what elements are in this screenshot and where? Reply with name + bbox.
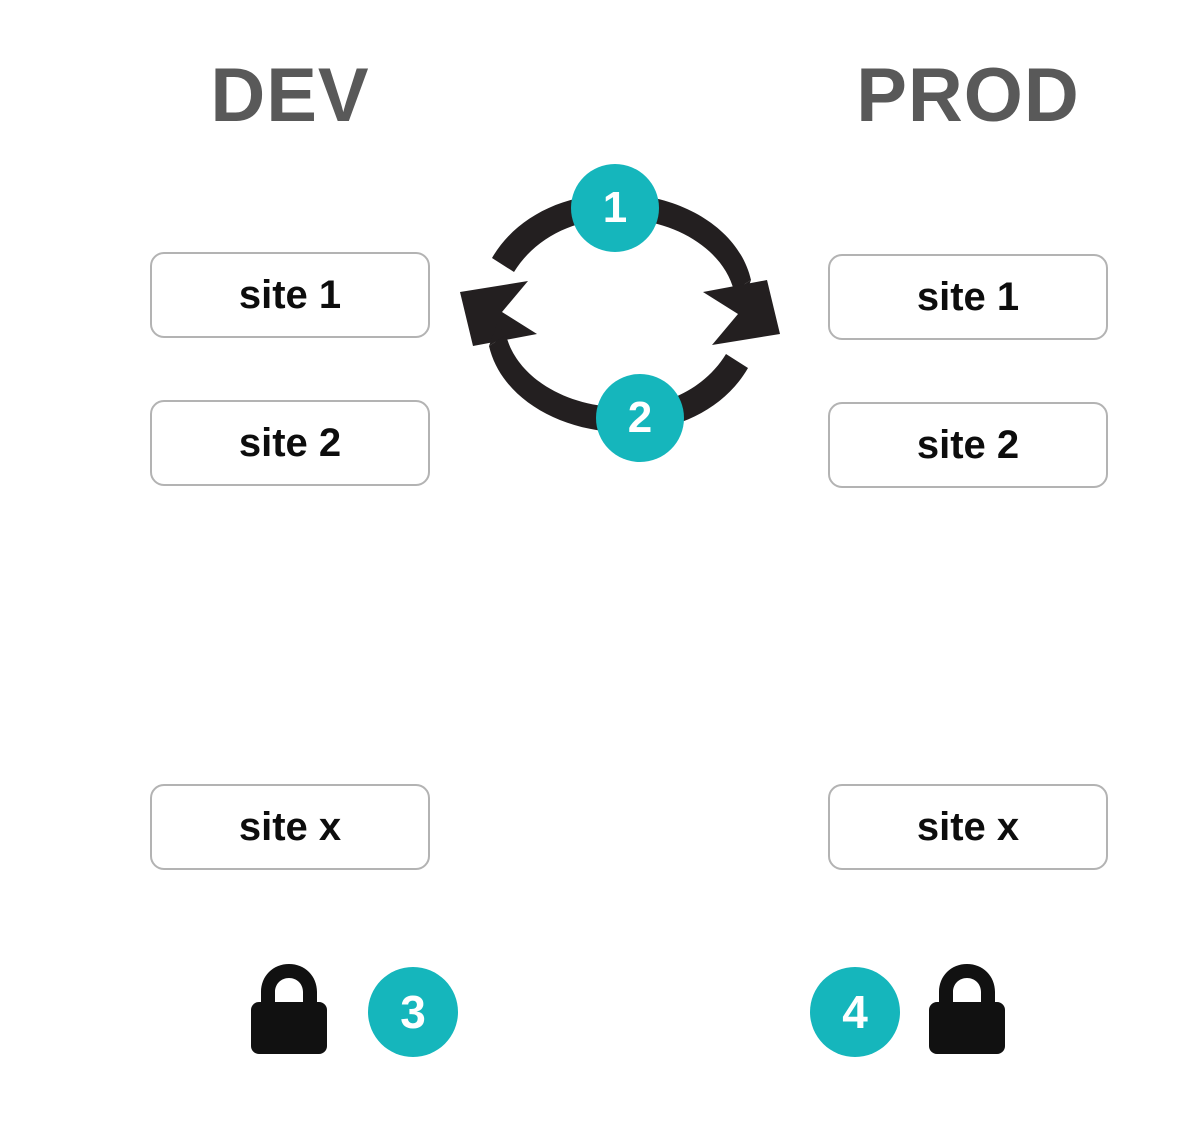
step-badge-2[interactable]: 2 [596,374,684,462]
step-badge-3[interactable]: 3 [368,967,458,1057]
step-badge-1[interactable]: 1 [571,164,659,252]
site-box-label: site x [916,805,1020,849]
dev-site-x-box[interactable]: site x [150,784,430,870]
step-badge-number: 3 [400,986,426,1038]
site-box-label: site 2 [916,423,1020,467]
dev-site-1-box[interactable]: site 1 [150,252,430,338]
prod-site-x-box[interactable]: site x [828,784,1108,870]
lock-icon [929,964,1005,1054]
prod-site-1-box[interactable]: site 1 [828,254,1108,340]
dev-site-2-box[interactable]: site 2 [150,400,430,486]
site-box-label: site 2 [238,421,342,465]
lock-icon [251,964,327,1054]
step-badge-number: 4 [842,986,868,1038]
curved-arrow-right-icon [489,280,780,433]
sync-cycle-arrows [460,193,780,433]
step-badge-number: 1 [602,183,628,232]
site-box-label: site 1 [238,273,342,317]
site-box-label: site x [238,805,342,849]
prod-column-heading: PROD [856,53,1080,138]
site-box-label: site 1 [916,275,1020,319]
step-badge-4[interactable]: 4 [810,967,900,1057]
step-badge-number: 2 [627,393,653,442]
dev-column-heading: DEV [210,53,370,138]
prod-site-2-box[interactable]: site 2 [828,402,1108,488]
